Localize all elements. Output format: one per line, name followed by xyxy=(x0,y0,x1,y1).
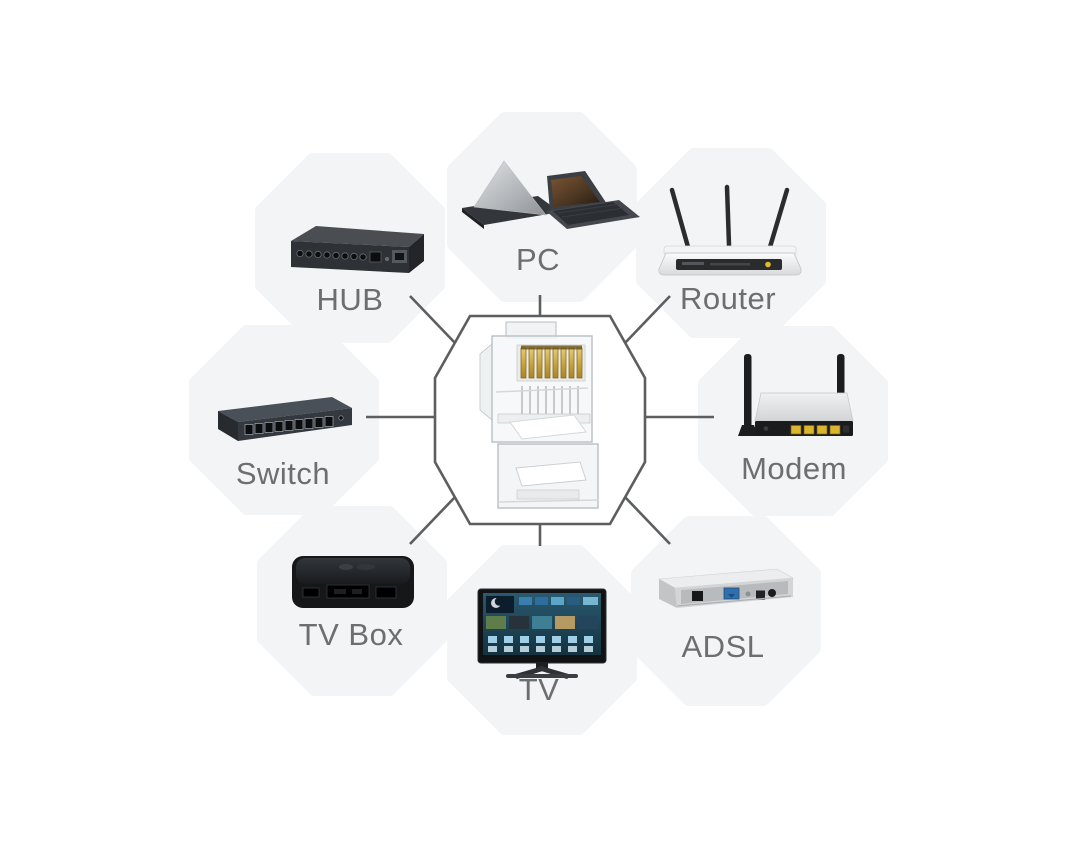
tile-adsl xyxy=(631,516,821,706)
link-hub xyxy=(409,295,457,345)
node-label-tv-box: TV Box xyxy=(298,617,404,652)
node-label-adsl: ADSL xyxy=(681,629,765,664)
modem-icon xyxy=(738,354,854,436)
node-label-pc: PC xyxy=(515,242,561,277)
hub-device-icon xyxy=(291,226,424,273)
wireless-router-icon xyxy=(658,184,802,276)
node-label-hub: HUB xyxy=(316,282,384,317)
rj45-pins xyxy=(520,345,583,379)
node-label-modem: Modem xyxy=(741,451,847,486)
smart-tv-icon xyxy=(477,588,607,679)
link-adsl xyxy=(623,495,671,545)
node-label-router: Router xyxy=(679,281,777,316)
connection-lines xyxy=(366,295,714,546)
node-label-switch: Switch xyxy=(235,456,331,491)
tv-box-icon xyxy=(292,556,414,608)
ethernet-switch-icon xyxy=(218,397,352,441)
link-tv-box xyxy=(409,495,457,545)
adsl-modem-icon xyxy=(658,568,794,608)
rj45-connector-icon xyxy=(479,321,599,509)
node-label-tv: TV xyxy=(518,672,560,707)
link-router xyxy=(623,295,671,345)
laptops-icon xyxy=(462,160,640,229)
